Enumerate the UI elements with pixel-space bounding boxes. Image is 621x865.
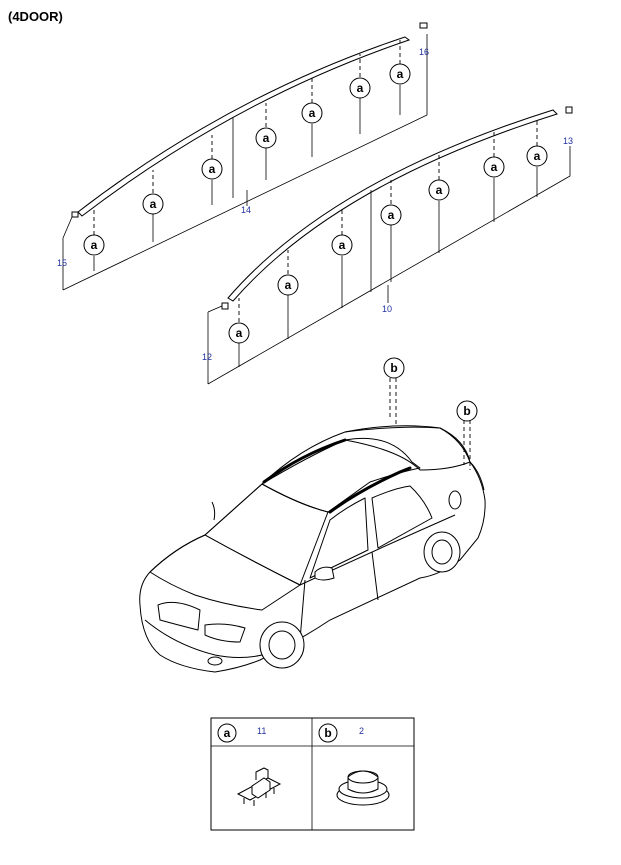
svg-text:a: a xyxy=(224,726,231,740)
svg-text:a: a xyxy=(209,162,216,176)
legend-clip-header: a 11 xyxy=(217,723,266,743)
part-number-12: 12 xyxy=(202,352,212,362)
end-cap-15-shape xyxy=(71,211,79,218)
svg-text:a: a xyxy=(285,278,292,292)
car-mirror xyxy=(314,566,335,581)
car-roof-molding-upper xyxy=(262,438,347,484)
car-rear-wheel xyxy=(423,531,461,573)
svg-text:a: a xyxy=(436,183,443,197)
part-number-10: 10 xyxy=(382,304,392,314)
car-a-pillar-mirror xyxy=(211,501,216,521)
clip-callout: a xyxy=(142,193,164,215)
car-fuel-door xyxy=(448,490,462,510)
clip-callout: a xyxy=(228,322,250,344)
car-tail xyxy=(469,461,485,491)
diagram-title: (4DOOR) xyxy=(8,9,63,24)
part-number-16: 16 xyxy=(419,47,429,57)
clip-callout: a xyxy=(526,145,548,167)
car-fog-light xyxy=(207,656,223,666)
svg-text:a: a xyxy=(236,326,243,340)
svg-text:a: a xyxy=(491,160,498,174)
legend-frame xyxy=(210,717,415,831)
car-grille xyxy=(157,601,201,631)
car-roof-molding-lower xyxy=(328,466,412,514)
svg-text:a: a xyxy=(309,106,316,120)
clip-callout: a xyxy=(277,274,299,296)
upper-roof-molding xyxy=(77,36,411,217)
clip-callout: a xyxy=(349,77,371,99)
lower-roof-molding-group: a a a a a a a 10 12 13 xyxy=(202,106,573,385)
svg-text:a: a xyxy=(388,208,395,222)
clip-callout: a xyxy=(201,158,223,180)
car-front-hub xyxy=(268,630,296,660)
svg-text:a: a xyxy=(339,238,346,252)
upper-roof-molding-group: a a a a a a a 14 15 16 xyxy=(57,22,429,291)
car-door-line-2 xyxy=(371,551,379,601)
end-cap-12-shape xyxy=(221,302,229,310)
car-front-wheel xyxy=(259,621,305,669)
legend-clip-part-number: 11 xyxy=(257,726,266,736)
part-number-13: 13 xyxy=(563,136,573,146)
part-number-14: 14 xyxy=(241,205,251,215)
car-door-line xyxy=(299,579,306,641)
car-headlight xyxy=(204,623,246,643)
lower-bracket-left-leader xyxy=(207,305,223,313)
clip-callout: a xyxy=(331,234,353,256)
grommet-callout: b xyxy=(456,400,478,422)
svg-text:a: a xyxy=(357,81,364,95)
clip-callout: a xyxy=(83,234,105,256)
car-bumper xyxy=(144,619,263,658)
parts-legend: a 11 b 2 xyxy=(210,717,415,831)
clip-callout: a xyxy=(483,156,505,178)
sedan-illustration xyxy=(139,425,486,673)
car-front-window xyxy=(309,497,369,579)
svg-text:b: b xyxy=(390,361,397,375)
car-rear-hub xyxy=(431,539,453,565)
upper-bracket-line xyxy=(62,34,428,291)
svg-text:b: b xyxy=(324,726,331,740)
svg-text:a: a xyxy=(91,238,98,252)
car-rear-window xyxy=(371,485,433,549)
end-cap-16-shape xyxy=(419,22,428,29)
end-cap-13-shape xyxy=(565,106,573,114)
svg-text:a: a xyxy=(150,197,157,211)
grommet-icon xyxy=(336,770,390,806)
svg-text:a: a xyxy=(263,131,270,145)
svg-text:b: b xyxy=(463,404,470,418)
clip-callout: a xyxy=(301,102,323,124)
upper-bracket-left-leader xyxy=(62,216,73,239)
lower-roof-molding xyxy=(227,109,558,302)
clip-callout: a xyxy=(389,63,411,85)
clip-callout: a xyxy=(255,127,277,149)
svg-text:a: a xyxy=(534,149,541,163)
clip-callout: a xyxy=(380,204,402,226)
clip-icon xyxy=(236,767,282,806)
car-hood xyxy=(149,534,301,611)
part-number-15: 15 xyxy=(57,258,67,268)
lower-bracket-line xyxy=(207,146,571,385)
clip-callout: a xyxy=(428,179,450,201)
grommet-callouts: b b xyxy=(383,357,478,470)
legend-grommet-header: b 2 xyxy=(318,723,364,743)
grommet-callout: b xyxy=(383,357,405,379)
svg-text:a: a xyxy=(397,67,404,81)
legend-grommet-part-number: 2 xyxy=(359,726,364,736)
